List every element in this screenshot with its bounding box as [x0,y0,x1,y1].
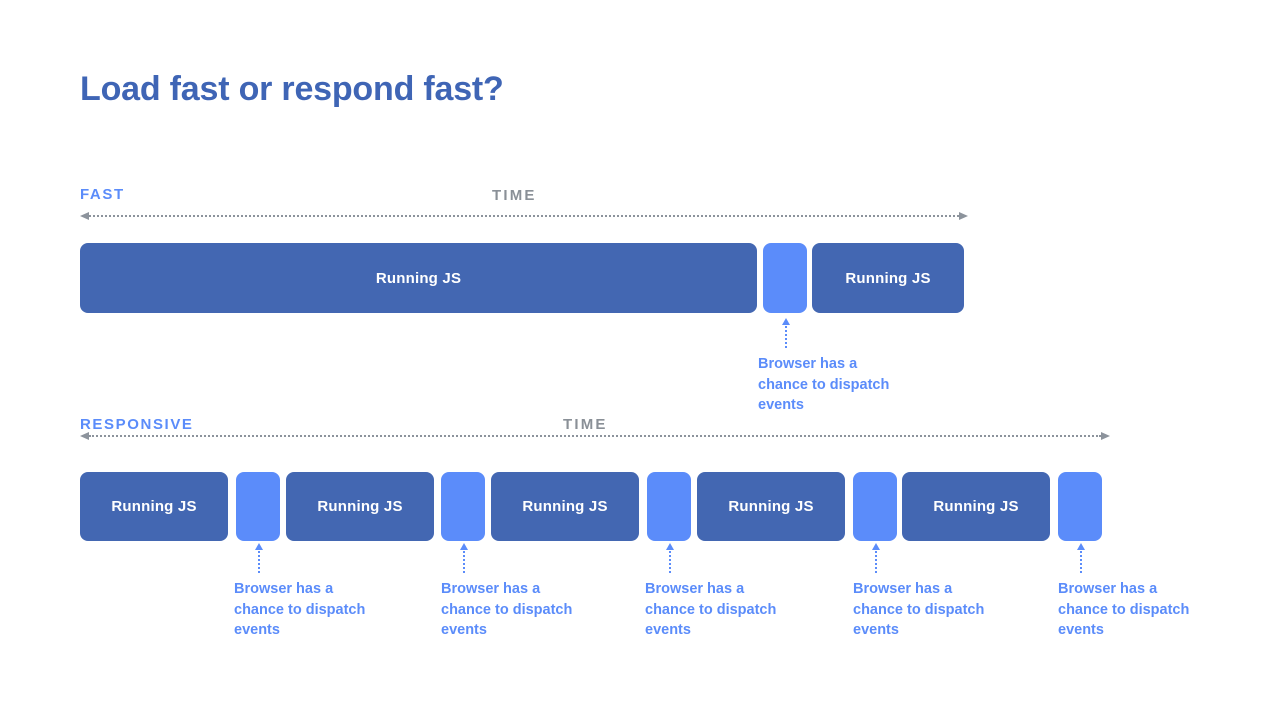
axis-dotted-line [89,215,959,217]
annotation-stem [875,551,877,573]
axis-arrow-left-icon [80,212,89,220]
annotation-text: Browser has a chance to dispatch events [1058,581,1190,638]
axis-arrow-right-icon [1101,432,1110,440]
annotation-arrow-up-icon [460,543,468,550]
task-bar-running-js[interactable]: Running JS [80,472,228,541]
task-bar-running-js[interactable]: Running JS [286,472,434,541]
annotation-text: Browser has a chance to dispatch events [441,581,573,638]
axis-dotted-line [89,435,1101,437]
idle-gap-bar[interactable] [763,243,807,313]
row-label-responsive: RESPONSIVE [80,416,194,433]
row-label-fast: FAST [80,186,125,203]
annotation-stem [1080,551,1082,573]
annotation-text: Browser has a chance to dispatch events [853,581,985,638]
axis-arrow-right-icon [959,212,968,220]
time-label-fast: TIME [492,187,537,204]
idle-gap-bar[interactable] [1058,472,1102,541]
annotation-text: Browser has a chance to dispatch events [234,581,366,638]
annotation-arrow-up-icon [1077,543,1085,550]
timeline-axis-responsive [80,432,1110,441]
task-bar-running-js[interactable]: Running JS [902,472,1050,541]
idle-gap-bar[interactable] [853,472,897,541]
annotation-stem [463,551,465,573]
annotation-text: Browser has a chance to dispatch events [758,356,890,413]
time-label-responsive: TIME [563,416,608,433]
annotation-arrow-up-icon [782,318,790,325]
task-bar-running-js[interactable]: Running JS [491,472,639,541]
annotation-arrow-up-icon [666,543,674,550]
idle-gap-bar[interactable] [441,472,485,541]
annotation-stem [669,551,671,573]
axis-arrow-left-icon [80,432,89,440]
annotation-stem [258,551,260,573]
task-bar-running-js[interactable]: Running JS [80,243,757,313]
page-title: Load fast or respond fast? [80,70,504,108]
idle-gap-bar[interactable] [647,472,691,541]
annotation-arrow-up-icon [872,543,880,550]
task-bar-running-js[interactable]: Running JS [697,472,845,541]
annotation-text: Browser has a chance to dispatch events [645,581,777,638]
task-bar-running-js[interactable]: Running JS [812,243,964,313]
annotation-arrow-up-icon [255,543,263,550]
idle-gap-bar[interactable] [236,472,280,541]
annotation-stem [785,326,787,348]
timeline-axis-fast [80,212,968,221]
